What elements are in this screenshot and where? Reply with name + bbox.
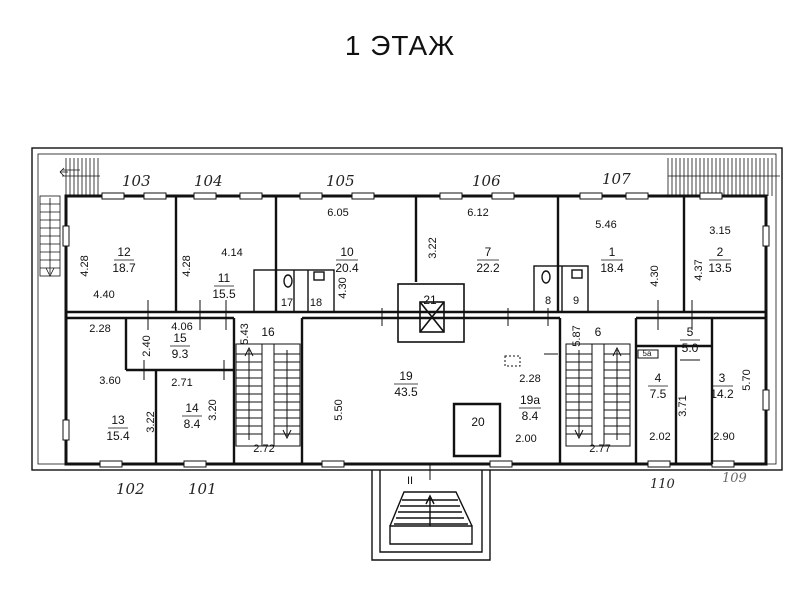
room-area: 15.5 — [212, 287, 236, 301]
room-number: 2 — [717, 245, 724, 259]
dimension-label: 2.77 — [589, 443, 610, 455]
dimension-label: 3.22 — [145, 411, 157, 432]
dimension-label: 2.00 — [515, 433, 536, 445]
dimension-label: 3.15 — [709, 225, 730, 237]
dimension-label: 4.30 — [649, 265, 661, 286]
room-number: 19 — [399, 369, 413, 383]
room-area: 5.0 — [682, 341, 699, 355]
page-title: 1 ЭТАЖ — [344, 30, 456, 61]
dimensions: 4.28 4.40 4.28 4.14 6.05 4.30 6.12 3.22 … — [79, 207, 753, 455]
room-area: 20.4 — [335, 261, 359, 275]
room-number: 4 — [655, 371, 662, 385]
room-area: 15.4 — [106, 429, 130, 443]
entrance-label: II — [407, 475, 413, 487]
room-area: 13.5 — [708, 261, 732, 275]
room-number: 3 — [719, 371, 726, 385]
handwritten-numbers: 103 104 105 106 107 102 101 110 109 — [116, 170, 747, 498]
dimension-label: 2.90 — [713, 431, 734, 443]
dimension-label: 4.37 — [693, 259, 705, 280]
dimension-label: 4.14 — [221, 247, 242, 259]
window-number-106: 106 — [472, 172, 501, 190]
dimension-label: 2.40 — [141, 335, 153, 356]
room-number: 5а — [643, 349, 652, 358]
wc-blocks — [253, 265, 589, 313]
room-number: 9 — [573, 295, 579, 307]
dimension-label: 2.28 — [519, 373, 540, 385]
dimension-label: 4.30 — [337, 277, 349, 298]
room-number: 15 — [173, 331, 187, 345]
window-number-102: 102 — [116, 480, 145, 498]
room-number: 6 — [595, 325, 602, 339]
dimension-label: 2.02 — [649, 431, 670, 443]
entrance-porch — [371, 464, 491, 561]
room-area: 9.3 — [172, 347, 189, 361]
room-area: 22.2 — [476, 261, 500, 275]
staircase-16 — [235, 343, 301, 447]
partition-marks — [143, 300, 700, 380]
window-number-110: 110 — [650, 477, 675, 492]
dimension-label: 4.28 — [79, 255, 91, 276]
room-number: 18 — [310, 297, 322, 309]
room-number: 16 — [261, 325, 275, 339]
dimension-label: 3.20 — [207, 399, 219, 420]
room-number: 5 — [687, 325, 694, 339]
room-number: 17 — [281, 297, 293, 309]
window-number-104: 104 — [194, 172, 223, 190]
room-number: 12 — [117, 245, 131, 259]
room-area: 7.5 — [650, 387, 667, 401]
window-number-103: 103 — [122, 172, 151, 190]
room-number: 8 — [545, 295, 551, 307]
room-number: 10 — [340, 245, 354, 259]
room-labels: 12 18.7 11 15.5 10 20.4 7 22.2 1 18.4 2 … — [106, 245, 734, 487]
dimension-label: 5.70 — [741, 369, 753, 390]
window-number-105: 105 — [326, 172, 355, 190]
room-area: 8.4 — [522, 409, 539, 423]
dimension-label: 3.71 — [677, 395, 689, 416]
room-number: 1 — [609, 245, 616, 259]
dimension-label: 2.28 — [89, 323, 110, 335]
room-number: 19а — [520, 393, 540, 407]
dimension-label: 5.46 — [595, 219, 616, 231]
dimension-label: 3.60 — [99, 375, 120, 387]
dimension-label: 3.22 — [427, 237, 439, 258]
room-area: 18.7 — [112, 261, 136, 275]
staircase-6 — [565, 343, 631, 447]
windows — [62, 192, 770, 468]
dimension-label: 5.43 — [239, 323, 251, 344]
room-area: 8.4 — [184, 417, 201, 431]
room-number: 21 — [423, 293, 437, 307]
dimension-label: 5.50 — [333, 399, 345, 420]
dimension-label: 5.87 — [571, 325, 583, 346]
room-area: 14.2 — [710, 387, 734, 401]
dimension-label: 4.40 — [93, 289, 114, 301]
room-number: 11 — [218, 271, 231, 285]
room-number: 13 — [111, 413, 125, 427]
room-number: 20 — [471, 415, 485, 429]
room-number: 7 — [485, 245, 492, 259]
dimension-label: 6.12 — [467, 207, 488, 219]
dimension-label: 2.71 — [171, 377, 192, 389]
dimension-label: 4.28 — [181, 255, 193, 276]
window-number-109: 109 — [722, 471, 747, 486]
terrace-hatching — [62, 158, 780, 196]
dimension-label: 6.05 — [327, 207, 348, 219]
room-area: 43.5 — [394, 385, 418, 399]
room-number: 14 — [185, 401, 199, 415]
outdoor-stair-left — [39, 167, 68, 277]
window-number-101: 101 — [188, 480, 217, 498]
dimension-label: 2.72 — [253, 443, 274, 455]
dimension-label: 4.06 — [171, 321, 192, 333]
window-number-107: 107 — [602, 170, 631, 188]
elevator-shaft — [397, 283, 465, 343]
room-area: 18.4 — [600, 261, 624, 275]
